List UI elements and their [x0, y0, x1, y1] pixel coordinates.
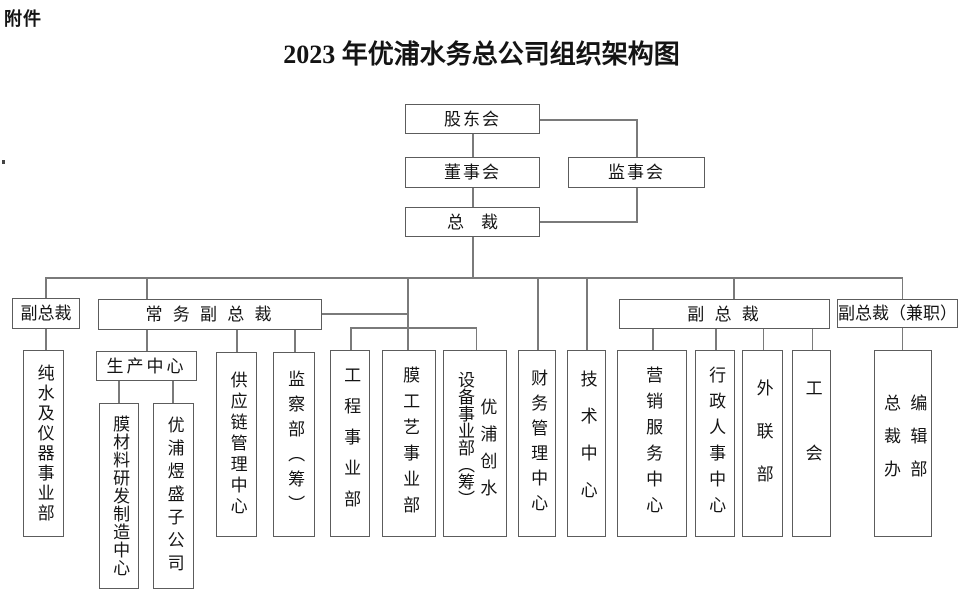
node-label: 外联部 [753, 379, 773, 508]
node-president: 总 裁 [405, 207, 540, 237]
node-external-liaison-dept: 外联部 [742, 350, 783, 537]
connector [586, 277, 588, 350]
connector [636, 188, 638, 223]
connector [652, 329, 654, 350]
node-finance-management-center: 财务管理中心 [518, 350, 556, 537]
node-label: 财务管理中心 [528, 368, 548, 519]
stray-mark [2, 160, 5, 164]
connector [475, 327, 478, 350]
node-supervisory-board: 监事会 [568, 157, 705, 188]
node-vp-left: 副总裁 [12, 298, 80, 329]
connector [733, 277, 735, 299]
node-label: 监察部（筹） [285, 369, 305, 520]
node-supervision-dept: 监察部（筹） [273, 352, 315, 537]
node-label: 常 务 副 总 裁 [145, 305, 275, 324]
connector [811, 329, 814, 350]
chart-title: 2023 年优浦水务总公司组织架构图 [283, 40, 680, 69]
connector [172, 381, 174, 403]
node-yupu-yusheng-subsidiary: 优浦煜盛子公司 [153, 403, 194, 589]
attachment-label: 附件 [4, 9, 42, 29]
node-vp-right: 副 总 裁 [619, 299, 830, 329]
connector [636, 119, 638, 157]
node-membrane-rd-manufacturing-center: 膜材料研发制造中心 [99, 403, 139, 589]
node-label: 供应链管理中心 [227, 371, 247, 518]
node-supply-chain-management-center: 供应链管理中心 [216, 352, 257, 537]
node-label: 生产中心 [106, 356, 187, 376]
connector [45, 277, 903, 279]
node-equipment-division: 设备事业部（筹） 优浦创水 [443, 350, 507, 537]
node-pure-water-instrument-division: 纯水及仪器事业部 [23, 350, 64, 537]
connector [350, 327, 352, 350]
node-label: 总 裁 [447, 212, 498, 232]
connector [540, 221, 638, 223]
connector [45, 277, 47, 299]
node-marketing-service-center: 营销服务中心 [617, 350, 687, 537]
node-label: 膜材料研发制造中心 [110, 415, 130, 577]
node-label: 工程事业部 [341, 366, 361, 521]
connector [762, 329, 765, 350]
connector [236, 330, 238, 352]
node-vp-part-time: 副总裁（兼职） [837, 299, 958, 328]
node-label: 编辑部 [907, 394, 927, 493]
connector [118, 381, 120, 403]
connector [901, 277, 904, 299]
node-technology-center: 技术中心 [567, 350, 606, 537]
connector [146, 277, 148, 299]
connector [45, 329, 47, 350]
node-label: 优浦创水 [477, 397, 497, 506]
node-label: 膜工艺事业部 [400, 365, 420, 522]
node-engineering-division: 工程事业部 [330, 350, 370, 537]
connector [901, 328, 904, 350]
node-label: 副 总 裁 [687, 304, 762, 324]
node-president-office-editorial-dept: 总裁办 编辑部 [874, 350, 932, 537]
node-label: 纯水及仪器事业部 [34, 363, 54, 524]
node-label: 设备事业部（筹） [455, 370, 474, 507]
connector [537, 277, 539, 350]
node-label: 总裁办 [881, 394, 900, 493]
connector [146, 330, 148, 352]
node-label: 优浦煜盛子公司 [164, 415, 184, 577]
node-label: 工会 [802, 378, 822, 509]
node-executive-vp: 常 务 副 总 裁 [98, 299, 322, 330]
connector [472, 134, 474, 157]
connector [322, 313, 408, 315]
connector [294, 330, 296, 352]
node-board-of-directors: 董事会 [405, 157, 540, 188]
node-label: 监事会 [608, 163, 665, 182]
node-admin-hr-center: 行政人事中心 [695, 350, 735, 537]
node-label: 技术中心 [577, 369, 597, 518]
connector [350, 327, 477, 329]
node-production-center: 生产中心 [96, 351, 197, 381]
node-label: 营销服务中心 [643, 365, 663, 522]
node-label: 副总裁 [20, 304, 72, 323]
node-label: 行政人事中心 [706, 365, 726, 522]
node-shareholders-meeting: 股东会 [405, 104, 540, 134]
node-membrane-process-division: 膜工艺事业部 [382, 350, 436, 537]
connector [540, 119, 638, 121]
node-labor-union: 工会 [792, 350, 831, 537]
connector [715, 329, 717, 350]
node-label: 董事会 [444, 163, 501, 182]
node-label: 副总裁（兼职） [838, 304, 957, 323]
connector [472, 237, 474, 277]
node-label: 股东会 [444, 109, 501, 129]
connector [472, 188, 474, 207]
